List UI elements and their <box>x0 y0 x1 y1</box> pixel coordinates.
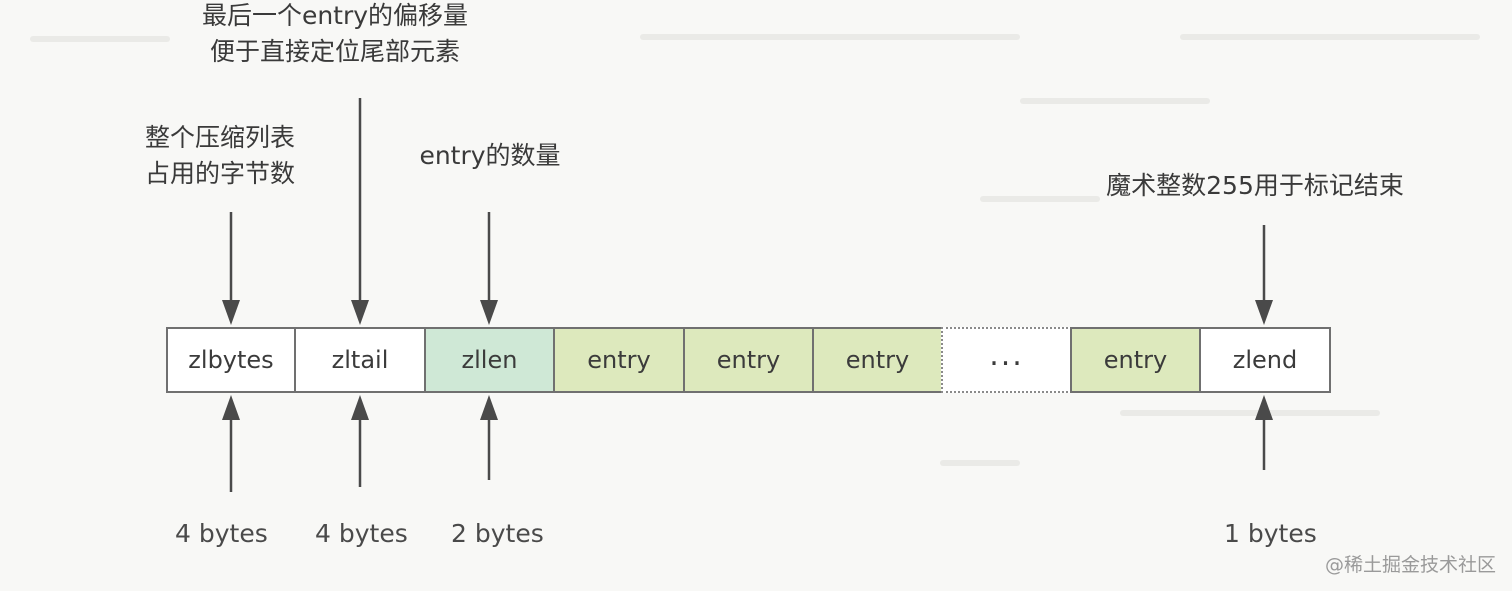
zlend-description-line-1: 魔术整数255用于标记结束 <box>1106 171 1404 200</box>
zltail-down-arrowhead <box>351 300 369 325</box>
cell-zlbytes: zlbytes <box>166 327 296 393</box>
zlend-up-arrowhead <box>1255 395 1273 420</box>
zlend-description: 魔术整数255用于标记结束 <box>1085 168 1425 204</box>
zllen-description: entry的数量 <box>400 138 580 174</box>
zlbytes-down-arrowhead <box>222 300 240 325</box>
zltail-description-line-2: 便于直接定位尾部元素 <box>209 37 460 66</box>
zllen-description-line-1: entry的数量 <box>419 141 561 170</box>
cell-zlend: zlend <box>1199 327 1331 393</box>
cell-entry: entry <box>553 327 685 393</box>
zlbytes-description-line-2: 占用的字节数 <box>144 159 295 188</box>
zlbytes-up-arrowhead <box>222 395 240 420</box>
zlend-down-arrowhead <box>1255 300 1273 325</box>
watermark: @稀土掘金技术社区 <box>1324 554 1496 576</box>
zltail-size: 4 bytes <box>315 519 408 548</box>
cell-zltail: zltail <box>294 327 426 393</box>
zltail-description: 最后一个entry的偏移量 便于直接定位尾部元素 <box>190 0 480 70</box>
cell-entry: entry <box>1070 327 1201 393</box>
zllen-down-arrowhead <box>480 300 498 325</box>
zlend-size: 1 bytes <box>1224 519 1317 548</box>
zlbytes-size: 4 bytes <box>175 519 268 548</box>
cell-ellipsis: ... <box>941 327 1072 393</box>
cell-entry: entry <box>812 327 943 393</box>
zllen-size: 2 bytes <box>451 519 544 548</box>
zlbytes-description: 整个压缩列表 占用的字节数 <box>120 120 320 192</box>
zltail-description-line-1: 最后一个entry的偏移量 <box>201 1 469 30</box>
cell-entry: entry <box>683 327 814 393</box>
cell-zllen: zllen <box>424 327 555 393</box>
zlbytes-description-line-1: 整个压缩列表 <box>144 123 295 152</box>
zltail-up-arrowhead <box>351 395 369 420</box>
zllen-up-arrowhead <box>480 395 498 420</box>
